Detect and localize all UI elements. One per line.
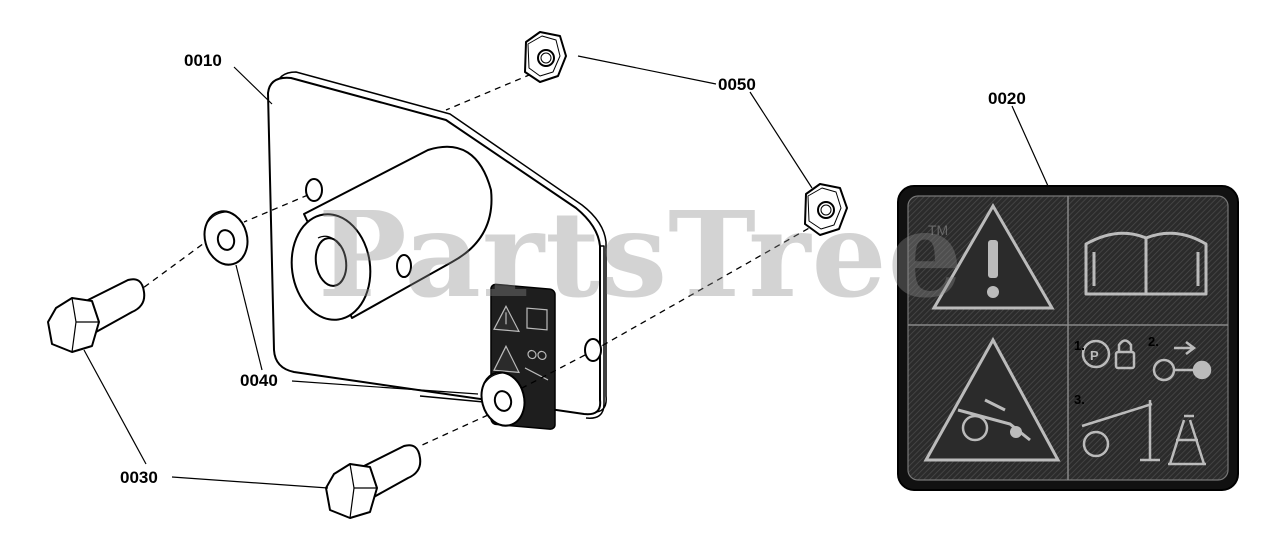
callout-0040: 0040 bbox=[240, 371, 278, 390]
washer-lower bbox=[480, 371, 526, 427]
assembly-line-lower-bolt bbox=[419, 414, 489, 447]
washer-upper bbox=[203, 210, 249, 266]
assembly-line-top-nut bbox=[445, 69, 542, 111]
flange-nut-right bbox=[804, 183, 848, 236]
rollover-hazard-icon bbox=[923, 336, 1061, 462]
decal-step-1: 1. bbox=[1074, 338, 1085, 353]
safety-decal: 1. 2. 3. P bbox=[897, 185, 1239, 491]
assembly-line-right-nut bbox=[597, 222, 819, 349]
ignition-key-icon bbox=[1152, 341, 1212, 382]
leader-0050-right bbox=[749, 91, 813, 189]
jack-stand-icon bbox=[1081, 400, 1206, 466]
bolt-upper bbox=[47, 278, 146, 353]
callout-0020: 0020 bbox=[988, 89, 1026, 108]
callout-0050: 0050 bbox=[718, 75, 756, 94]
boss-set-screw-hole bbox=[396, 254, 412, 278]
leader-lines bbox=[83, 55, 1049, 489]
plate-hole-lower bbox=[584, 338, 602, 362]
assembly-line-lower-washer bbox=[521, 354, 586, 389]
leader-0010 bbox=[233, 66, 273, 105]
padlock-icon bbox=[1114, 339, 1136, 370]
assembly-lines bbox=[142, 69, 819, 447]
watermark: PartsTree bbox=[318, 185, 964, 324]
leader-0030-upper bbox=[83, 349, 147, 465]
park-letter: P bbox=[1090, 348, 1099, 363]
flange-nut-top bbox=[524, 31, 567, 83]
decal-step-2: 2. bbox=[1148, 334, 1159, 349]
leader-0040-lower bbox=[291, 380, 479, 395]
leader-0020 bbox=[1011, 105, 1049, 187]
warning-icon bbox=[931, 203, 1055, 310]
bolt-lower bbox=[325, 444, 422, 519]
manual-book-icon bbox=[1084, 231, 1208, 296]
callout-0010: 0010 bbox=[184, 51, 222, 70]
assembly-line-upper-washer bbox=[243, 194, 309, 223]
plate-boss bbox=[290, 145, 493, 321]
leader-0040-upper bbox=[235, 264, 263, 371]
leader-0030-lower bbox=[171, 476, 329, 489]
callout-0030: 0030 bbox=[120, 468, 158, 487]
assembly-line-upper-bolt bbox=[142, 237, 212, 289]
plate-hole-upper bbox=[305, 178, 323, 202]
watermark-tm: TM bbox=[928, 222, 949, 238]
decal-step-3: 3. bbox=[1074, 392, 1085, 407]
leader-0050-top bbox=[577, 55, 717, 85]
parking-brake-icon bbox=[1081, 339, 1111, 369]
